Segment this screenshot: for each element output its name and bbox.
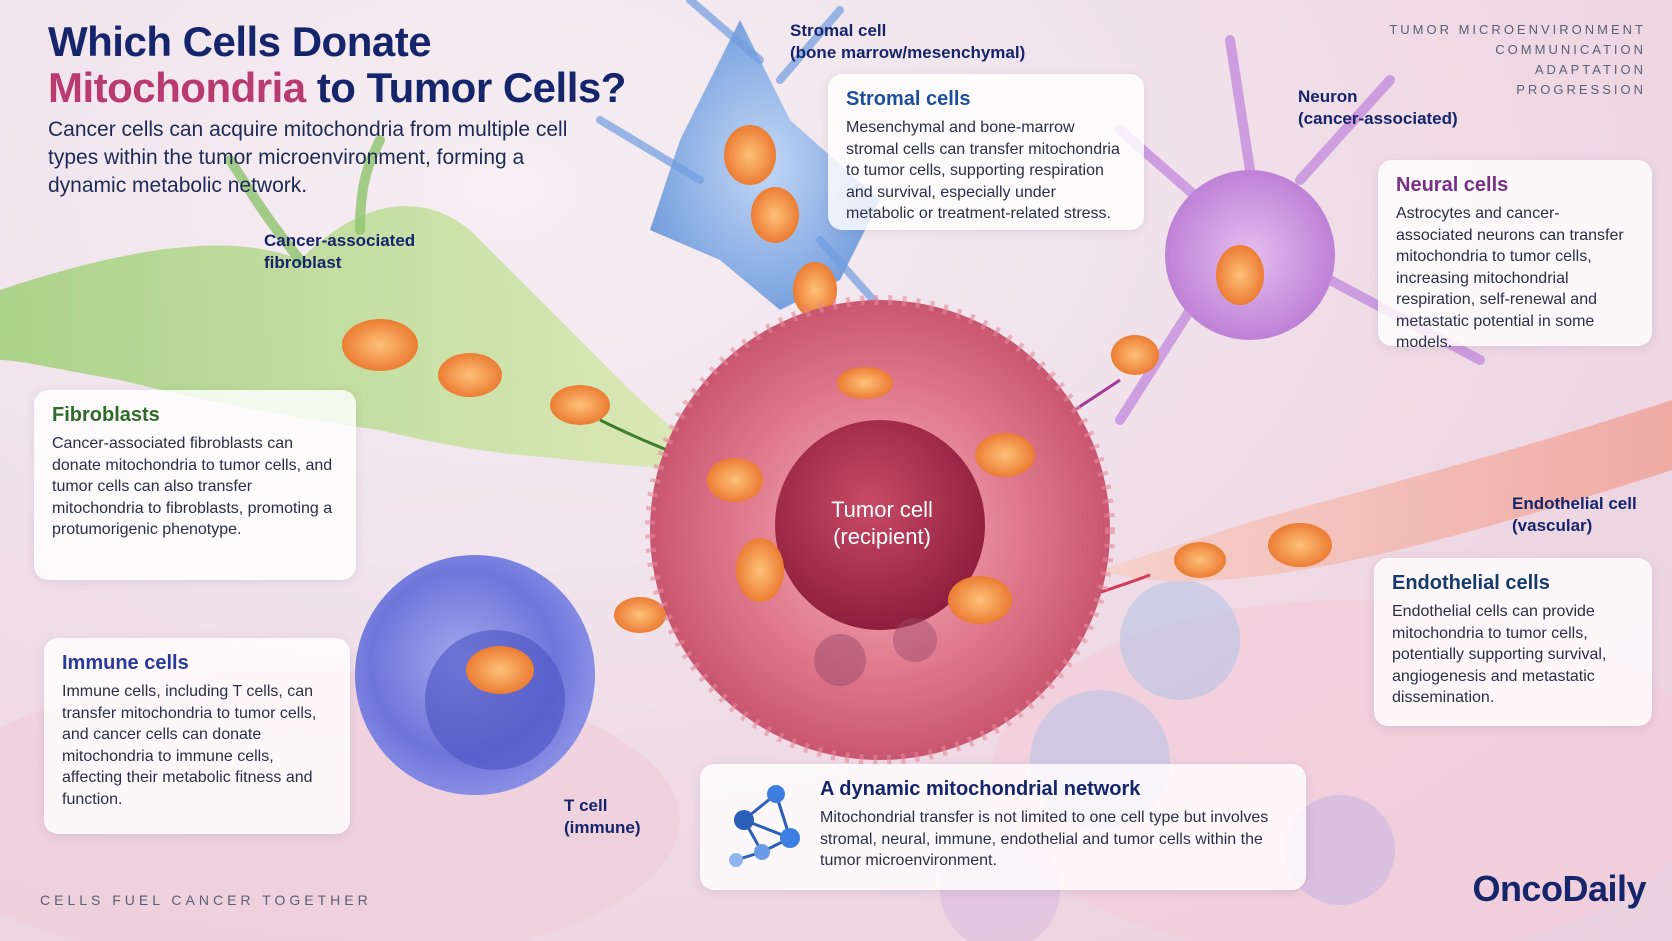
tumor-label-line-1: Tumor cell [831,497,933,522]
neuron-label-line-1: Neuron [1298,87,1358,106]
tag-communication: COMMUNICATION [1495,42,1646,57]
fibroblast-label-line-2: fibroblast [264,253,342,272]
page-title-line-1: Which Cells Donate [48,18,432,65]
card-stromal-body: Mesenchymal and bone-marrow stromal cell… [846,119,1120,222]
tag-tumor-microenvironment: TUMOR MICROENVIRONMENT [1389,22,1646,37]
card-neural-body: Astrocytes and cancer-associated neurons… [1396,205,1624,351]
card-fibroblasts-body: Cancer-associated fibroblasts can donate… [52,435,333,538]
fibroblast-label-line-1: Cancer-associated [264,231,416,250]
card-endothelial-body: Endothelial cells can provide mitochondr… [1392,603,1607,706]
footer-tagline: CELLS FUEL CANCER TOGETHER [40,892,372,908]
card-network-title: A dynamic mitochondrial network [820,778,1141,800]
card-neural-cells: Neural cells Astrocytes and cancer-assoc… [1378,160,1652,351]
stromal-label-line-1: Stromal cell [790,21,887,40]
page-title-line-2: Mitochondria to Tumor Cells? [48,64,626,112]
intro-text: Cancer cells can acquire mitochondria fr… [48,118,568,197]
t-cell-label-line-1: T cell [564,796,608,815]
t-cell-label-line-2: (immune) [564,818,641,837]
endothelial-label-line-2: (vascular) [1512,516,1593,535]
stromal-cell-label: Stromal cell (bone marrow/mesenchymal) [790,20,1025,64]
card-fibroblasts-title: Fibroblasts [52,404,160,426]
tag-progression: PROGRESSION [1516,82,1646,97]
endothelial-label-line-1: Endothelial cell [1512,494,1637,513]
t-cell-label: T cell (immune) [564,795,641,839]
card-stromal-title: Stromal cells [846,88,971,110]
brand-logo: OncoDaily [1472,868,1646,909]
card-network-body: Mitochondrial transfer is not limited to… [820,809,1269,869]
title-accent: Mitochondria [48,64,306,111]
title-line-2-rest: to Tumor Cells? [305,64,627,111]
endothelial-cell-label: Endothelial cell (vascular) [1512,493,1637,537]
network-icon [729,785,800,867]
card-endothelial-title: Endothelial cells [1392,572,1550,594]
tag-adaptation: ADAPTATION [1534,62,1646,77]
card-immune-title: Immune cells [62,652,189,674]
tumor-cell-label: Tumor cell (recipient) [792,496,972,550]
tumor-label-line-2: (recipient) [833,524,931,549]
card-stromal-cells: Stromal cells Mesenchymal and bone-marro… [828,74,1144,230]
card-neural-title: Neural cells [1396,174,1509,196]
neuron-label-line-2: (cancer-associated) [1298,109,1458,128]
card-immune-cells: Immune cells Immune cells, including T c… [44,638,350,834]
card-mitochondrial-network: A dynamic mitochondrial network Mitochon… [700,764,1306,890]
fibroblast-label: Cancer-associated fibroblast [264,230,415,274]
card-immune-body: Immune cells, including T cells, can tra… [62,683,317,808]
stromal-label-line-2: (bone marrow/mesenchymal) [790,43,1026,62]
card-endothelial-cells: Endothelial cells Endothelial cells can … [1374,558,1652,726]
neuron-label: Neuron (cancer-associated) [1298,86,1458,130]
card-fibroblasts: Fibroblasts Cancer-associated fibroblast… [34,390,356,580]
